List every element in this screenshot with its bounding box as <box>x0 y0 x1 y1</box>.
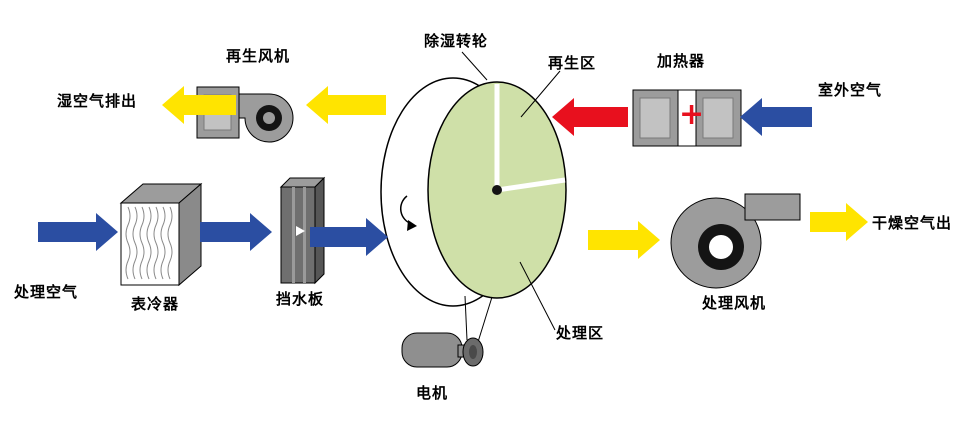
arrow-shaft <box>328 95 386 115</box>
regen-fan-hub <box>263 112 275 124</box>
desiccant-wheel-shape <box>380 77 567 307</box>
wheel-to-regen-fan-arrow <box>306 86 386 124</box>
cooler-fins <box>125 206 173 280</box>
arrow-head <box>250 213 272 251</box>
arrow-head <box>552 98 574 136</box>
label-process-fan: 处理风机 <box>702 294 767 312</box>
arrow-shaft <box>574 107 628 127</box>
regen-zone-label-line <box>520 70 561 118</box>
process-fan-shape <box>670 193 801 289</box>
arrow-head <box>96 213 118 251</box>
motor-body <box>401 332 463 368</box>
label-humid-air-out: 湿空气排出 <box>57 92 138 110</box>
arrow-shaft <box>310 227 366 247</box>
arrow-head <box>306 86 328 124</box>
regen-sector-divider-horizontal <box>496 177 566 193</box>
arrow-head <box>846 203 868 241</box>
process-zone-label-line <box>519 261 556 331</box>
process-fan-hub <box>709 235 733 259</box>
label-heater: 加热器 <box>657 52 706 70</box>
arrow-head <box>162 86 184 124</box>
outdoor-air-arrow <box>740 98 812 136</box>
process-fan-outlet <box>744 193 801 221</box>
heater-block-right-inner <box>702 97 734 139</box>
label-water-baffle: 挡水板 <box>276 290 325 308</box>
heater-to-wheel-arrow <box>552 98 628 136</box>
arrow-shaft <box>762 107 812 127</box>
wheel-to-process-fan-arrow <box>588 221 660 259</box>
heater-shape <box>632 89 742 147</box>
label-regen-zone: 再生区 <box>548 54 597 72</box>
surface-cooler-shape <box>119 182 203 287</box>
belt-line-left <box>464 295 468 341</box>
baffle-marker <box>296 226 305 236</box>
baffle-slat-line-2 <box>303 187 306 283</box>
baffle-to-wheel-arrow <box>310 218 388 256</box>
dry-air-out-arrow <box>810 203 868 241</box>
arrow-shaft <box>184 95 236 115</box>
humid-air-out-arrow <box>162 86 236 124</box>
label-process-air: 处理空气 <box>14 283 79 301</box>
cooler-front-face <box>120 202 180 286</box>
label-process-zone: 处理区 <box>556 324 605 342</box>
heater-plus-symbol: + <box>679 97 705 132</box>
baffle-front-face <box>280 186 316 284</box>
label-wheel: 除湿转轮 <box>424 32 489 50</box>
wheel-hub <box>492 185 502 195</box>
label-motor: 电机 <box>416 384 449 402</box>
arrow-shaft <box>588 230 638 250</box>
arrow-head <box>740 98 762 136</box>
arrow-shaft <box>810 212 846 232</box>
rotation-arrow-head <box>407 220 417 231</box>
label-outdoor-air: 室外空气 <box>818 81 883 99</box>
water-baffle-shape <box>279 176 326 285</box>
cooler-to-baffle-arrow <box>200 213 272 251</box>
belt-line-right <box>477 296 493 343</box>
arrow-head <box>638 221 660 259</box>
arrow-shaft <box>38 222 96 242</box>
label-dry-air-out: 干燥空气出 <box>872 214 953 232</box>
label-pointer-lines <box>461 51 561 331</box>
motor-pulley-groove <box>469 345 477 359</box>
arrow-shaft <box>200 222 250 242</box>
wheel-label-line <box>461 51 488 81</box>
label-surface-cooler: 表冷器 <box>131 295 180 313</box>
baffle-slat-line-1 <box>292 187 295 283</box>
heater-block-left-inner <box>639 97 671 139</box>
label-regen-fan: 再生风机 <box>226 47 291 65</box>
motor-shape <box>401 295 493 368</box>
arrow-head <box>366 218 388 256</box>
process-air-in-arrow <box>38 213 118 251</box>
